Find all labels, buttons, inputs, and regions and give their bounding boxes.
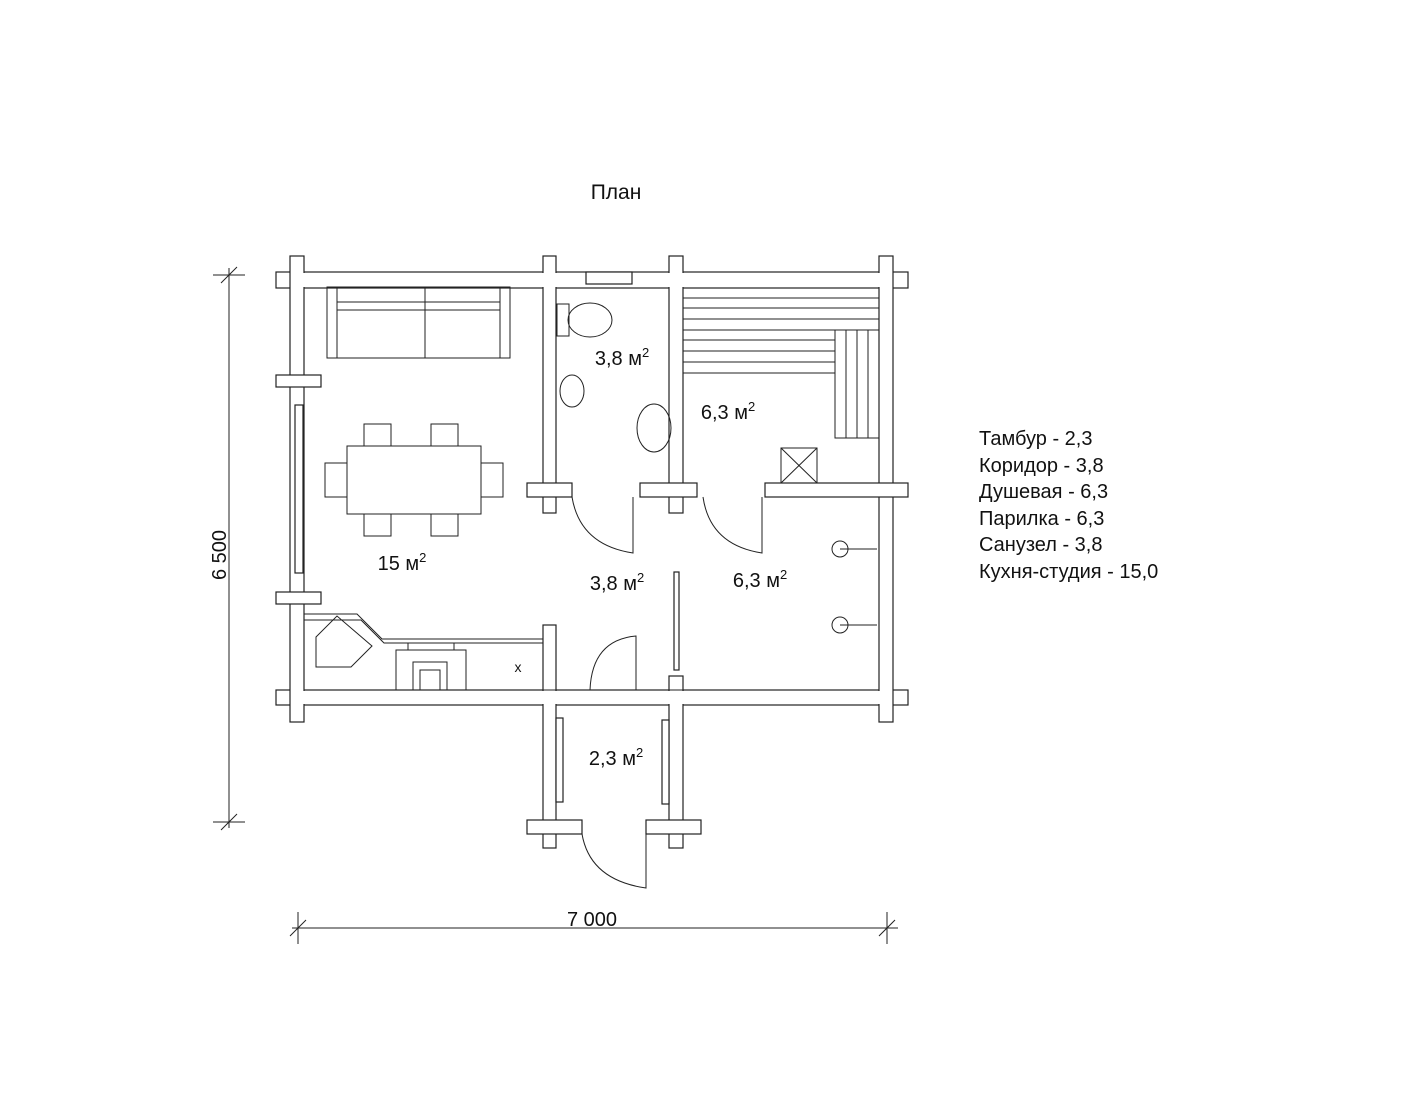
stove-mark: x bbox=[515, 659, 522, 675]
windows bbox=[294, 404, 670, 805]
room-area-tambour: 2,3 м2 bbox=[589, 745, 643, 770]
height-label: 6 500 bbox=[209, 530, 231, 580]
area-unit-sup: 2 bbox=[636, 745, 643, 760]
legend-item: Коридор - 3,8 bbox=[979, 454, 1104, 477]
legend-item: Душевая - 6,3 bbox=[979, 481, 1109, 503]
plan-title: План bbox=[591, 181, 642, 204]
area-value: 2,3 м bbox=[589, 748, 636, 770]
legend-item: Парилка - 6,3 bbox=[979, 507, 1105, 530]
area-value: 6,3 м bbox=[733, 570, 780, 592]
area-unit-sup: 2 bbox=[748, 399, 755, 414]
legend-item: Кухня-студия - 15,0 bbox=[979, 560, 1159, 583]
legend-item: Санузел - 3,8 bbox=[979, 534, 1103, 556]
room-area-shower: 6,3 м2 bbox=[733, 567, 787, 592]
legend-item: Тамбур - 2,3 bbox=[979, 428, 1093, 450]
area-value: 15 м bbox=[378, 553, 420, 575]
walls bbox=[275, 255, 909, 849]
sauna-bench bbox=[682, 287, 880, 439]
toilet-fixtures bbox=[556, 302, 672, 453]
sofa bbox=[326, 286, 511, 359]
doors bbox=[571, 496, 763, 889]
area-value: 3,8 м bbox=[595, 348, 642, 370]
dimension-height: 6 500 bbox=[209, 266, 245, 831]
area-unit-sup: 2 bbox=[642, 345, 649, 360]
showers bbox=[831, 540, 877, 634]
dining-table bbox=[324, 423, 504, 537]
area-unit-sup: 2 bbox=[780, 567, 787, 582]
area-unit-sup: 2 bbox=[419, 550, 426, 565]
area-value: 6,3 м bbox=[701, 402, 748, 424]
width-label: 7 000 bbox=[567, 909, 617, 931]
area-value: 3,8 м bbox=[590, 573, 637, 595]
dimension-width: 7 000 bbox=[289, 909, 898, 944]
room-area-corridor: 3,8 м2 bbox=[590, 570, 644, 595]
room-area-kitchen: 15 м2 bbox=[378, 550, 427, 575]
sauna-heater bbox=[780, 447, 818, 484]
area-unit-sup: 2 bbox=[637, 570, 644, 585]
room-area-steam: 6,3 м2 bbox=[701, 399, 755, 424]
kitchen-set bbox=[304, 613, 544, 691]
room-area-wc: 3,8 м2 bbox=[595, 345, 649, 370]
room-legend: Тамбур - 2,3 Коридор - 3,8 Душевая - 6,3… bbox=[979, 426, 1158, 585]
